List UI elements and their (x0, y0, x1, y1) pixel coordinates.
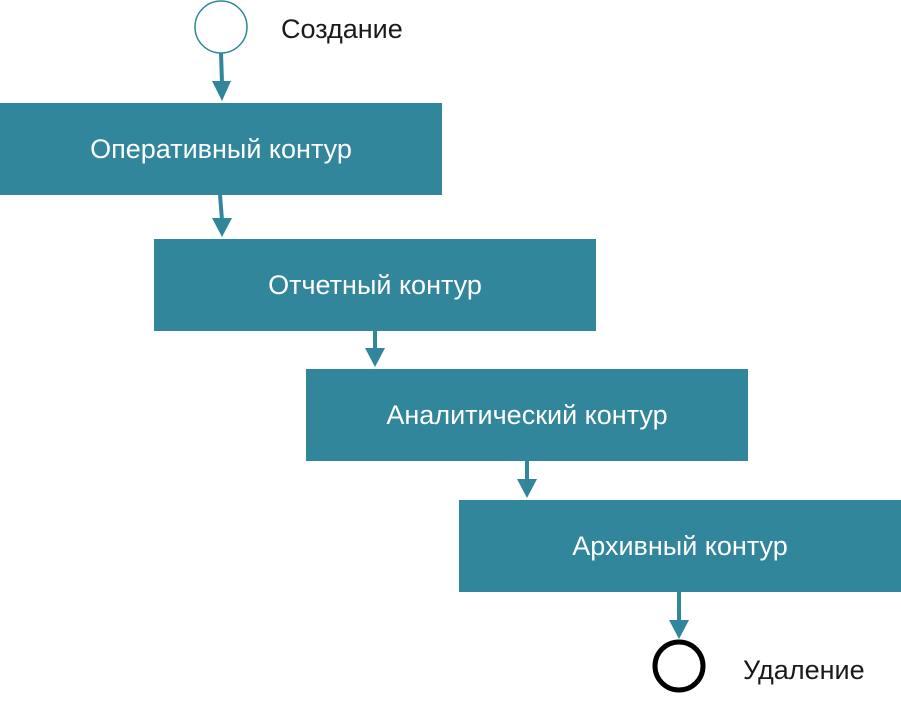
start-node (194, 0, 248, 54)
stage-label-reporting: Отчетный контур (268, 269, 482, 300)
start-label: Создание (281, 14, 403, 44)
arrow-archive-to-end (669, 592, 689, 639)
arrow-operative-to-reporting (212, 194, 232, 237)
arrow-reporting-to-analytical (365, 331, 385, 367)
end-node (652, 639, 706, 693)
stage-box-reporting: Отчетный контур (154, 239, 596, 331)
stage-box-operative: Оперативный контур (0, 103, 442, 195)
stage-label-archive: Архивный контур (572, 530, 788, 561)
stage-box-archive: Архивный контур (459, 500, 901, 592)
arrow-start-to-operative (212, 52, 231, 101)
stage-label-operative: Оперативный контур (90, 133, 352, 164)
arrow-analytical-to-archive (517, 461, 537, 498)
stage-box-analytical: Аналитический контур (306, 369, 748, 461)
end-label: Удаление (743, 655, 865, 685)
stage-label-analytical: Аналитический контур (386, 399, 668, 430)
